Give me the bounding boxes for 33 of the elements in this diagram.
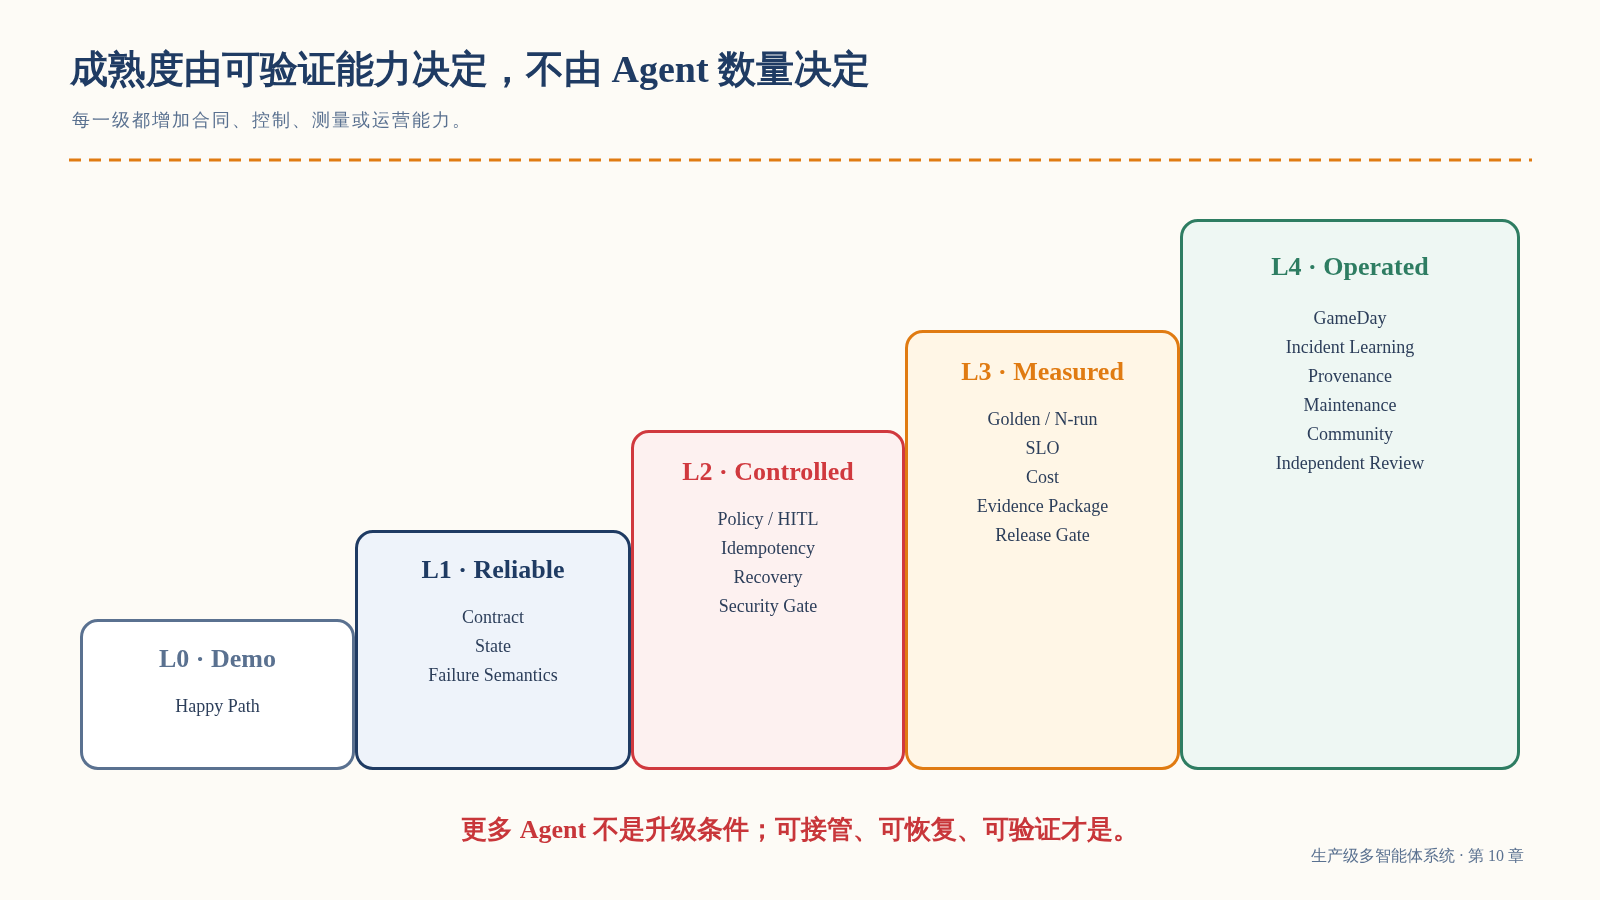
level-title: L4 · Operated [1271, 252, 1429, 282]
capability-item: Contract [462, 606, 524, 629]
capability-item: SLO [1025, 437, 1060, 460]
capability-item: Failure Semantics [428, 664, 558, 687]
title: 成熟度由可验证能力决定，不由 Agent 数量决定 [70, 47, 871, 92]
level-card [355, 530, 631, 770]
capability-item: Golden / N-run [987, 408, 1098, 431]
level-title: L0 · Demo [159, 644, 276, 674]
capability-item: Release Gate [995, 524, 1090, 547]
capability-item: Idempotency [721, 537, 815, 560]
footer-note: 生产级多智能体系统 · 第 10 章 [1310, 846, 1524, 866]
capability-item: Policy / HITL [717, 508, 819, 531]
capability-item: Community [1307, 423, 1393, 446]
capability-item: Recovery [733, 566, 803, 589]
level-title: L2 · Controlled [682, 457, 854, 487]
level-card [1180, 219, 1520, 770]
subtitle: 每一级都增加合同、控制、测量或运营能力。 [72, 109, 472, 132]
level-card [80, 619, 355, 770]
capability-item: Cost [1026, 466, 1059, 489]
capability-item: State [475, 635, 511, 658]
capability-item: Maintenance [1303, 394, 1397, 417]
capability-item: Evidence Package [976, 495, 1109, 518]
capability-item: Independent Review [1275, 452, 1425, 475]
capability-item: Security Gate [718, 595, 818, 618]
level-card [905, 330, 1180, 770]
capability-item: GameDay [1313, 307, 1387, 330]
level-title: L3 · Measured [961, 357, 1124, 387]
key-message: 更多 Agent 不是升级条件；可接管、可恢复、可验证才是。 [460, 814, 1140, 846]
capability-item: Incident Learning [1285, 336, 1415, 359]
level-card [631, 430, 905, 770]
level-title: L1 · Reliable [421, 555, 565, 585]
capability-item: Happy Path [175, 695, 260, 718]
capability-item: Provenance [1308, 365, 1392, 388]
